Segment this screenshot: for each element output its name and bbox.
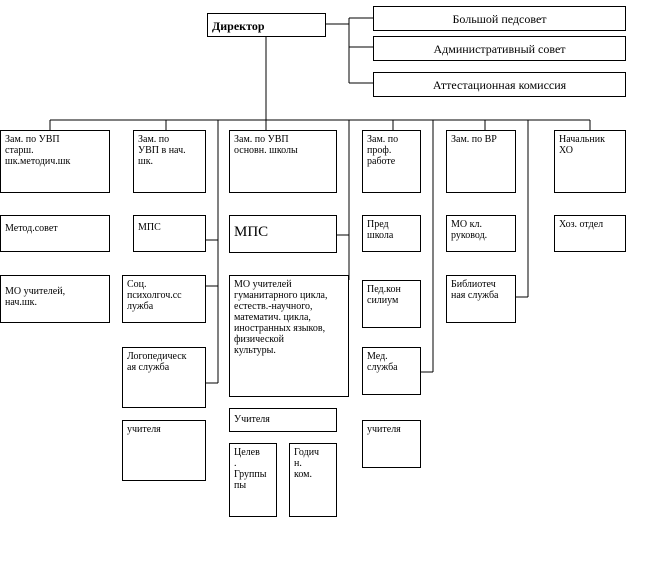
- teachers-primary: учителя: [122, 420, 206, 481]
- director-box: Директор: [207, 13, 326, 37]
- mo-class-leaders: МО кл. руковод.: [446, 215, 516, 252]
- annual-committee: Годич н. ком.: [289, 443, 337, 517]
- deputy-uvp-primary: Зам. по УВП в нач. шк.: [133, 130, 206, 193]
- library-service: Библиотеч ная служба: [446, 275, 516, 323]
- metod-sovet: Метод.совет: [0, 215, 110, 252]
- deputy-vr: Зам. по ВР: [446, 130, 516, 193]
- mps-primary: МПС: [133, 215, 206, 252]
- teachers-basic: Учителя: [229, 408, 337, 432]
- household-department: Хоз. отдел: [554, 215, 626, 252]
- mps-basic: МПС: [229, 215, 337, 253]
- med-service: Мед. служба: [362, 347, 421, 395]
- mo-teachers-subjects: МО учителей гуманитарного цикла, естеств…: [229, 275, 349, 397]
- deputy-prof-work: Зам. по проф. работе: [362, 130, 421, 193]
- teachers-prof: учителя: [362, 420, 421, 468]
- target-groups: Целев . Группы пы: [229, 443, 277, 517]
- deputy-uvp-basic: Зам. по УВП основн. школы: [229, 130, 337, 193]
- ped-consilium: Пед.кон силиум: [362, 280, 421, 328]
- social-psych-service: Соц. психолгоч.сс лужба: [122, 275, 206, 323]
- council-attestation: Аттестационная комиссия: [373, 72, 626, 97]
- head-ho: Начальник ХО: [554, 130, 626, 193]
- council-administrative: Административный совет: [373, 36, 626, 61]
- logoped-service: Логопедическ ая служба: [122, 347, 206, 408]
- mo-teachers-primary: МО учителей, нач.шк.: [0, 275, 110, 323]
- council-big-pedsovet: Большой педсовет: [373, 6, 626, 31]
- preschool: Пред школа: [362, 215, 421, 252]
- deputy-uvp-senior: Зам. по УВП старш. шк.методич.шк: [0, 130, 110, 193]
